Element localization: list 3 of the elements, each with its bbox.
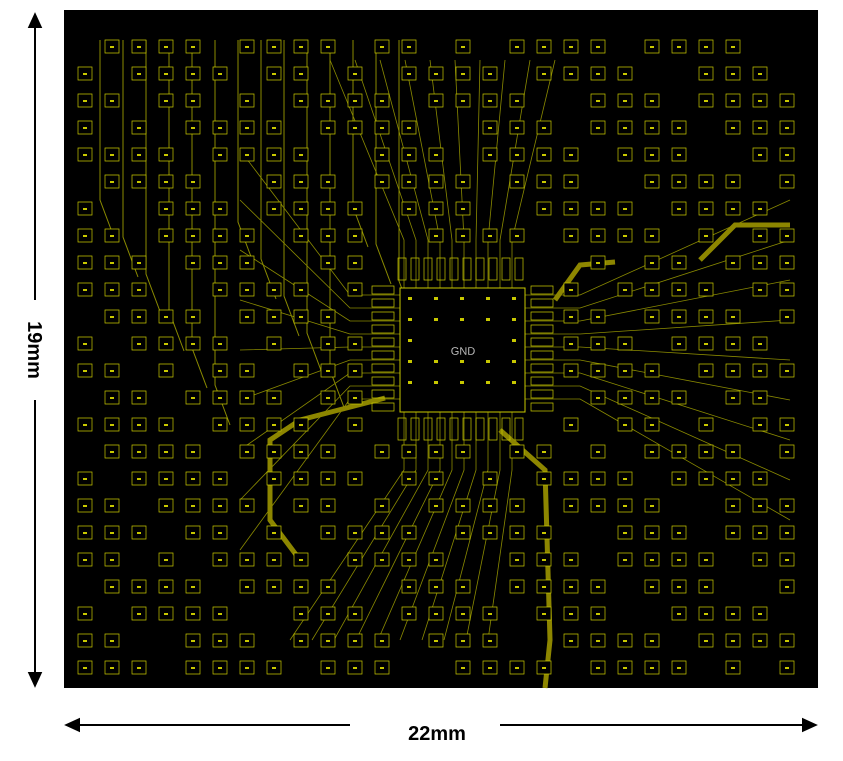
chip-label: GND bbox=[451, 347, 475, 355]
dimension-label: 22mm bbox=[408, 726, 465, 740]
dimension-label: 19mm bbox=[28, 322, 42, 378]
